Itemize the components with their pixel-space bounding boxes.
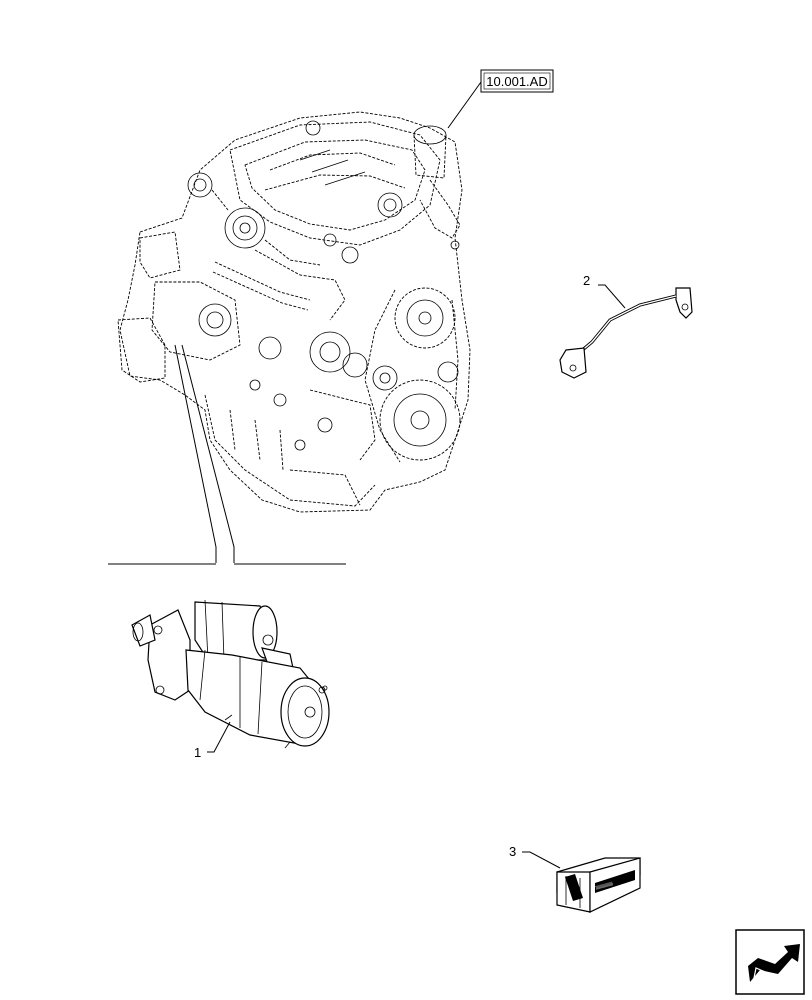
callout-2-number: 2 bbox=[583, 273, 590, 288]
callout-1[interactable]: 1 bbox=[194, 721, 231, 760]
callout-2[interactable]: 2 bbox=[583, 273, 626, 309]
reference-box[interactable]: 10.001.AD bbox=[447, 69, 554, 129]
callout-1-number: 1 bbox=[194, 745, 201, 760]
reference-box-label: 10.001.AD bbox=[486, 74, 547, 89]
ground-strap-illustration bbox=[559, 287, 693, 379]
callout-3[interactable]: 3 bbox=[509, 844, 561, 869]
starter-motor-illustration bbox=[131, 599, 330, 749]
service-kit-box-illustration: ||||||||||||||||| bbox=[556, 857, 641, 913]
engine-to-starter-leader bbox=[108, 344, 346, 565]
next-page-arrow-icon[interactable] bbox=[735, 929, 805, 995]
engine-assembly-illustration bbox=[117, 111, 471, 513]
svg-text:|||||||||||||||||: ||||||||||||||||| bbox=[595, 881, 613, 890]
callout-3-number: 3 bbox=[509, 844, 516, 859]
